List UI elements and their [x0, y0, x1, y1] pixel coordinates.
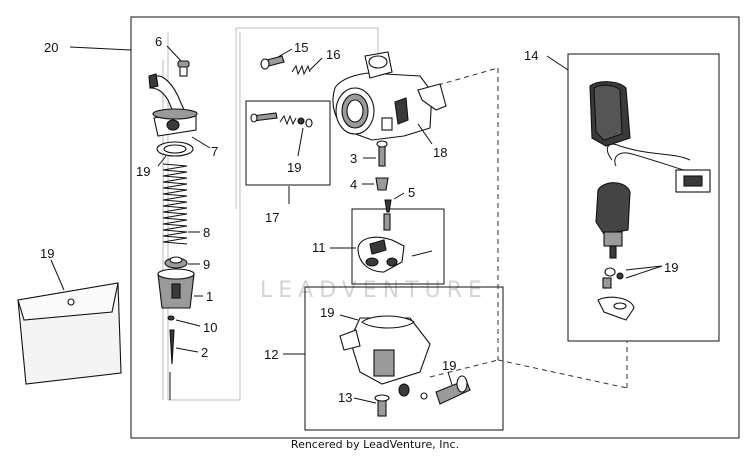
- box-12: [304, 286, 504, 431]
- part-2-needle: [169, 329, 175, 365]
- part-3-needle-jet: [376, 140, 388, 167]
- callout-20: 20: [44, 40, 58, 55]
- callout-16: 16: [326, 47, 340, 62]
- part-19-kit-bag: [17, 282, 122, 385]
- callout-14: 14: [524, 48, 538, 63]
- callout-5: 5: [408, 185, 415, 200]
- callout-2: 2: [201, 345, 208, 360]
- render-credit: Rencered by LeadVenture, Inc.: [290, 438, 460, 451]
- callout-7: 7: [211, 144, 218, 159]
- part-12-float-bowl: [339, 315, 431, 397]
- callout-6: 6: [155, 34, 162, 49]
- center-group-frame: [235, 27, 379, 209]
- part-14-electric-choke: [589, 81, 711, 259]
- part-4-main-jet: [375, 177, 389, 191]
- part-9-retainer: [164, 256, 188, 269]
- assembly-frame-20: [130, 16, 740, 439]
- callout-19-right: 19: [664, 260, 678, 275]
- part-16-spring: [291, 64, 311, 76]
- callout-19-inset: 19: [287, 160, 301, 175]
- part-17-pilot-screw-set: [250, 112, 313, 128]
- part-11-float: [357, 213, 433, 273]
- part-1-throttle-slide: [157, 268, 195, 309]
- leader-20: [69, 46, 132, 51]
- callout-18: 18: [433, 145, 447, 160]
- box-14: [567, 53, 720, 342]
- watermark: LEADVENTURE: [260, 278, 488, 303]
- callout-13: 13: [338, 390, 352, 405]
- callout-9: 9: [203, 257, 210, 272]
- callout-1: 1: [206, 289, 213, 304]
- callout-15: 15: [294, 40, 308, 55]
- callout-11: 11: [312, 240, 326, 255]
- part-19-choke-seals: [597, 267, 635, 321]
- part-8-spring: [162, 163, 188, 245]
- callout-19-screw: 19: [442, 358, 456, 373]
- callout-19-bag: 19: [40, 246, 54, 261]
- callout-3: 3: [350, 151, 357, 166]
- callout-8: 8: [203, 225, 210, 240]
- callout-4: 4: [350, 177, 357, 192]
- part-6-screw: [177, 60, 190, 77]
- callout-19-left: 19: [136, 164, 150, 179]
- part-10-clip: [167, 315, 175, 321]
- part-5-float-needle: [384, 199, 392, 213]
- left-group-bracket: [167, 32, 241, 401]
- part-15-screw: [260, 55, 285, 70]
- part-13-drain-screw: [374, 394, 390, 417]
- part-7-top-cap: [148, 73, 198, 137]
- callout-12: 12: [264, 347, 278, 362]
- part-19-bowl-screw: [420, 375, 471, 405]
- part-18-carburetor-body: [332, 51, 447, 141]
- callout-19-bowl: 19: [320, 305, 334, 320]
- inset-box-17: [245, 100, 331, 186]
- box-11: [351, 208, 445, 285]
- part-19-gasket-left: [156, 141, 194, 157]
- callout-17: 17: [265, 210, 279, 225]
- callout-10: 10: [203, 320, 217, 335]
